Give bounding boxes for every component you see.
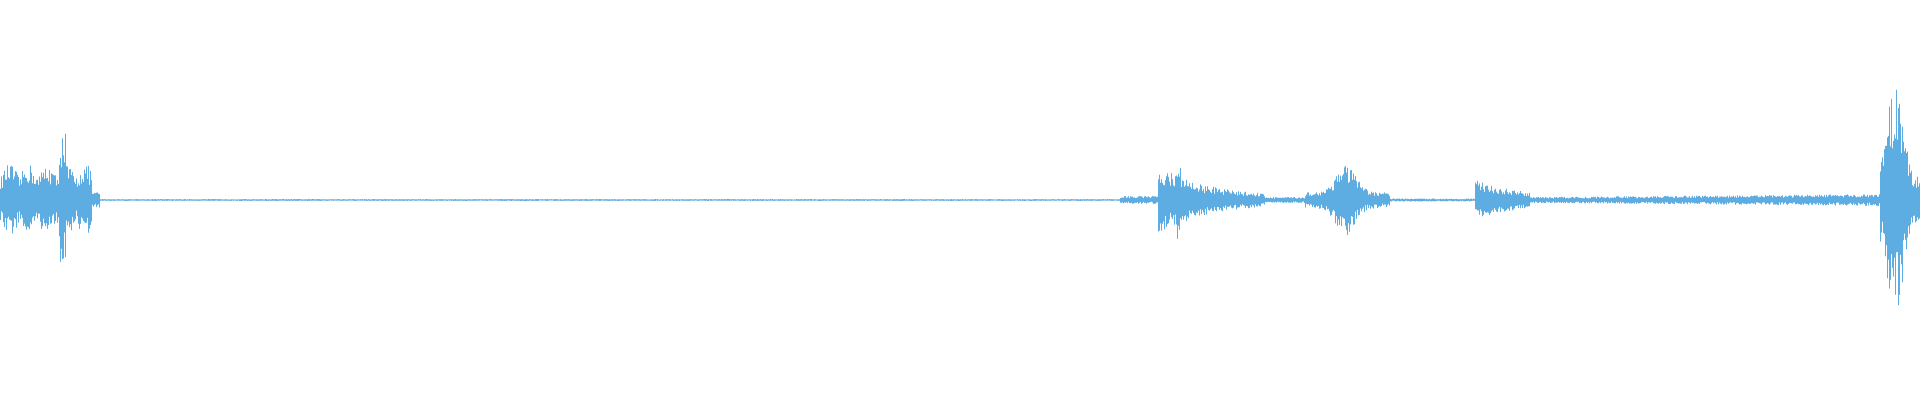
waveform-path [0, 89, 1920, 306]
